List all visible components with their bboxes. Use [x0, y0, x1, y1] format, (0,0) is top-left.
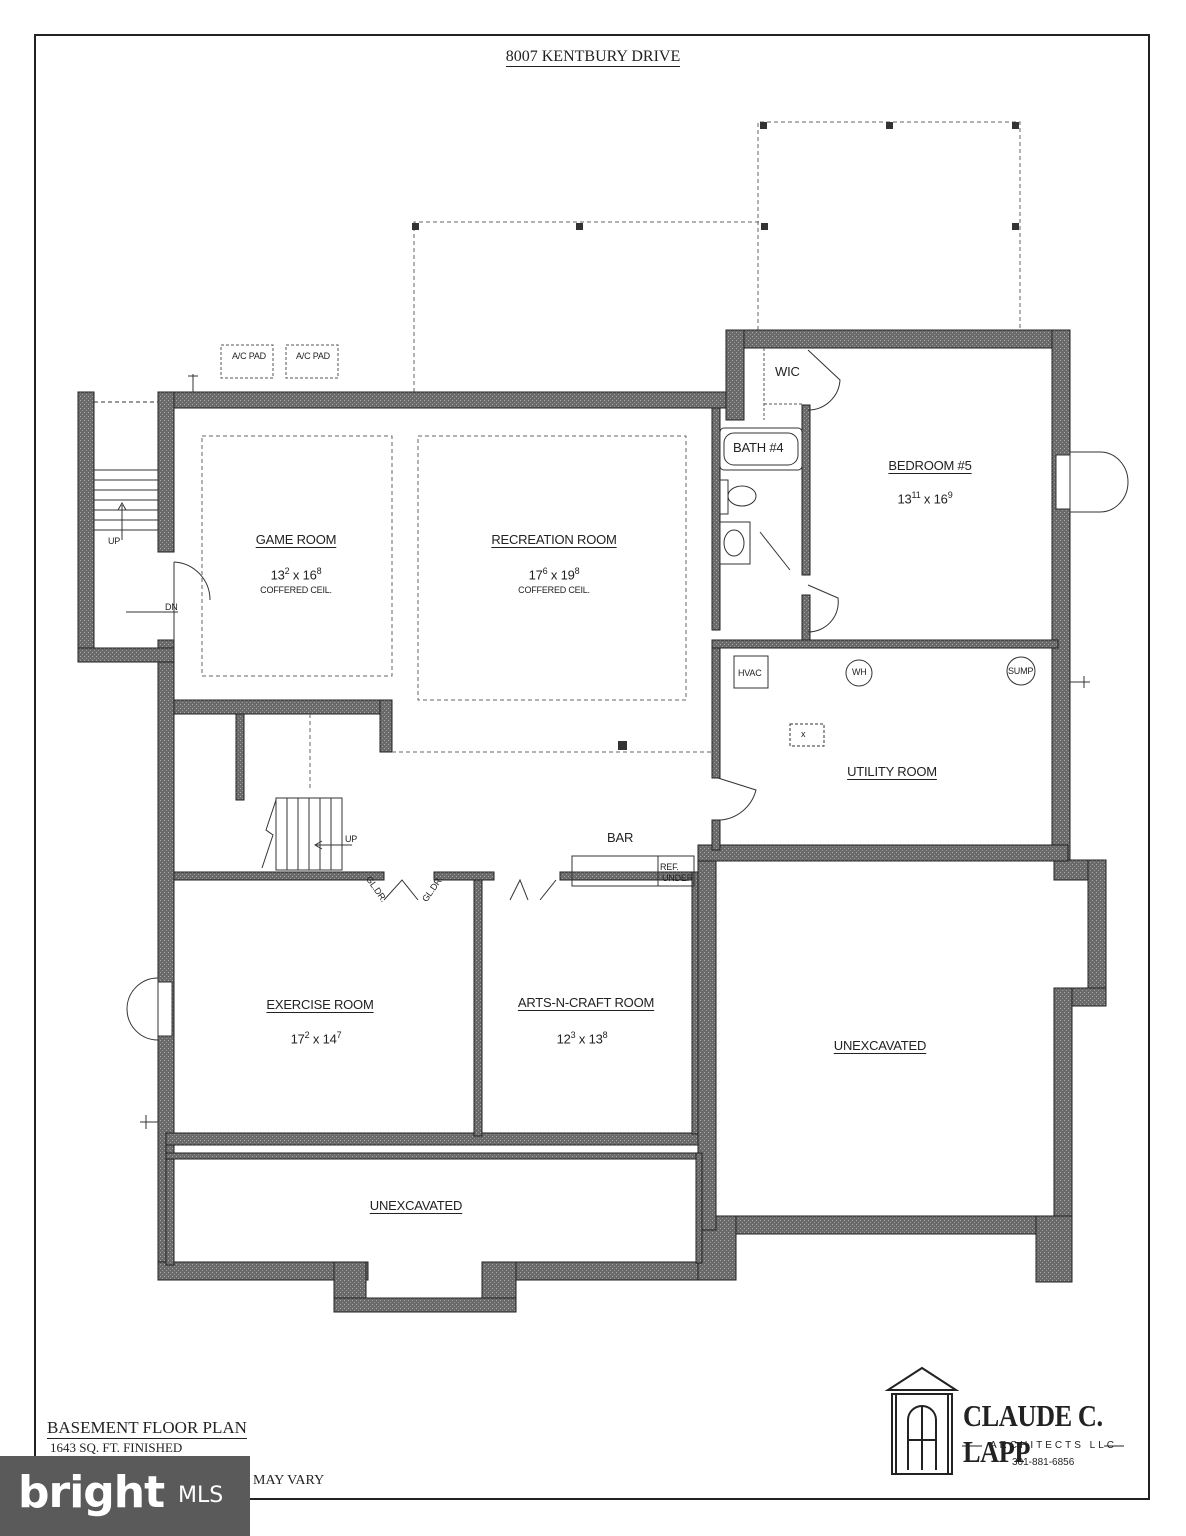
- coffered-ceilings: [201, 435, 712, 790]
- exterior-stair: [94, 401, 158, 540]
- drawing-title: 8007 KENTBURY DRIVE: [505, 48, 681, 67]
- firm-subtitle: ARCHITECTS LLC: [990, 1440, 1118, 1451]
- firm-name: CLAUDE C. LAPP: [963, 1398, 1103, 1469]
- interior-stair-up-label: UP: [345, 834, 358, 844]
- plan-note: MAY VARY: [253, 1473, 325, 1488]
- exercise-room-label: EXERCISE ROOM: [266, 997, 374, 1012]
- bay-windows: [126, 451, 1129, 1041]
- ac-pads: [220, 344, 339, 379]
- exterior-stair-up-label: UP: [108, 536, 121, 546]
- bedroom5-dims: 1311 x 169: [897, 490, 953, 507]
- floor-drain-label: x: [801, 729, 806, 739]
- drawing-border: [34, 34, 1150, 1500]
- plan-area: 1643 SQ. FT. FINISHED: [50, 1440, 183, 1455]
- recreation-room-note: COFFERED CEIL.: [518, 585, 590, 595]
- wic-label: WIC: [775, 364, 800, 379]
- bedroom5-label: BEDROOM #5: [888, 458, 972, 473]
- arts-room-dims: 123 x 138: [556, 1030, 608, 1047]
- wic-closet: [763, 348, 802, 420]
- sump-label: SUMP: [1008, 666, 1034, 676]
- firm-logo-icon: [884, 1366, 1124, 1475]
- game-room-note: COFFERED CEIL.: [260, 585, 332, 595]
- hose-bibs: [140, 374, 1090, 1129]
- under-label: UNDER: [662, 873, 694, 883]
- recreation-room-label: RECREATION ROOM: [491, 532, 617, 547]
- plan-name: BASEMENT FLOOR PLAN: [47, 1418, 247, 1439]
- walls: [77, 329, 1107, 1313]
- hvac-label: HVAC: [738, 668, 762, 678]
- exercise-room-dims: 172 x 147: [290, 1030, 342, 1047]
- interior-stair: [261, 797, 352, 871]
- bath-fixtures: [719, 427, 803, 565]
- arts-room-label: ARTS-N-CRAFT ROOM: [517, 995, 655, 1010]
- watermark-background: [0, 1456, 250, 1536]
- exterior-stair-down-label: DN: [165, 602, 178, 612]
- bar-label: BAR: [607, 830, 634, 845]
- unexcavated-bottom-label: UNEXCAVATED: [369, 1198, 463, 1213]
- ac-pad-2-label: A/C PAD: [296, 351, 330, 361]
- bath4-label: BATH #4: [733, 440, 784, 455]
- watermark-suffix: MLS: [178, 1483, 224, 1508]
- water-heater-label: WH: [852, 667, 867, 677]
- bar-counter: [571, 855, 695, 887]
- watermark-brand: bright: [18, 1467, 165, 1518]
- unexcavated-right-label: UNEXCAVATED: [833, 1038, 927, 1053]
- utility-room-label: UTILITY ROOM: [847, 764, 937, 779]
- utility-fixtures: [733, 655, 1036, 747]
- game-room-dims: 132 x 168: [270, 566, 322, 583]
- ac-pad-1-label: A/C PAD: [232, 351, 266, 361]
- doors: [126, 349, 841, 901]
- recreation-room-dims: 176 x 198: [528, 566, 580, 583]
- deck-posts: [412, 122, 1019, 750]
- rear-deck-outline: [413, 121, 1021, 392]
- firm-phone: 301-881-6856: [1012, 1457, 1075, 1468]
- game-room-label: GAME ROOM: [255, 532, 337, 547]
- ref-label: REF.: [660, 862, 679, 872]
